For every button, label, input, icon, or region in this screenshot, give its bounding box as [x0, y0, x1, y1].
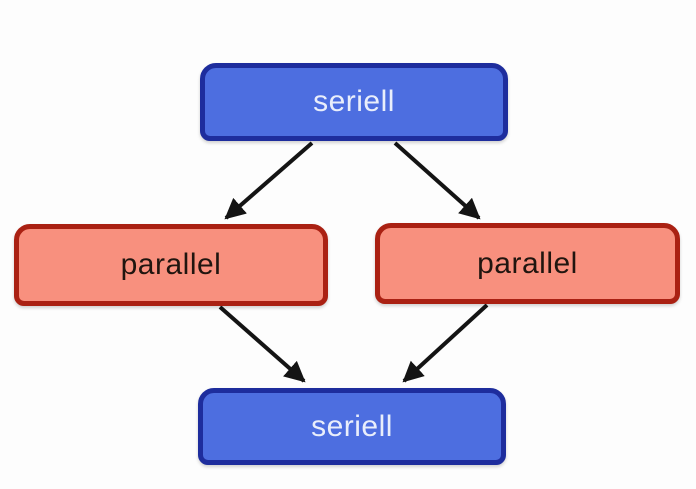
node-parallel-left-label: parallel [120, 248, 222, 281]
node-parallel-right-label: parallel [477, 246, 578, 280]
arrow-top-to-left-parallel [224, 141, 314, 220]
arrow-top-to-right-parallel [393, 141, 481, 220]
arrow-right-parallel-to-bottom [402, 303, 489, 383]
arrow-left-parallel-to-bottom [218, 305, 306, 383]
node-parallel-left: parallel [14, 224, 328, 306]
node-seriell-bottom: seriell [198, 388, 506, 465]
node-seriell-bottom-label: seriell [311, 409, 393, 443]
node-seriell-top: seriell [200, 63, 508, 141]
node-seriell-top-label: seriell [313, 85, 395, 118]
node-parallel-right: parallel [375, 223, 680, 304]
